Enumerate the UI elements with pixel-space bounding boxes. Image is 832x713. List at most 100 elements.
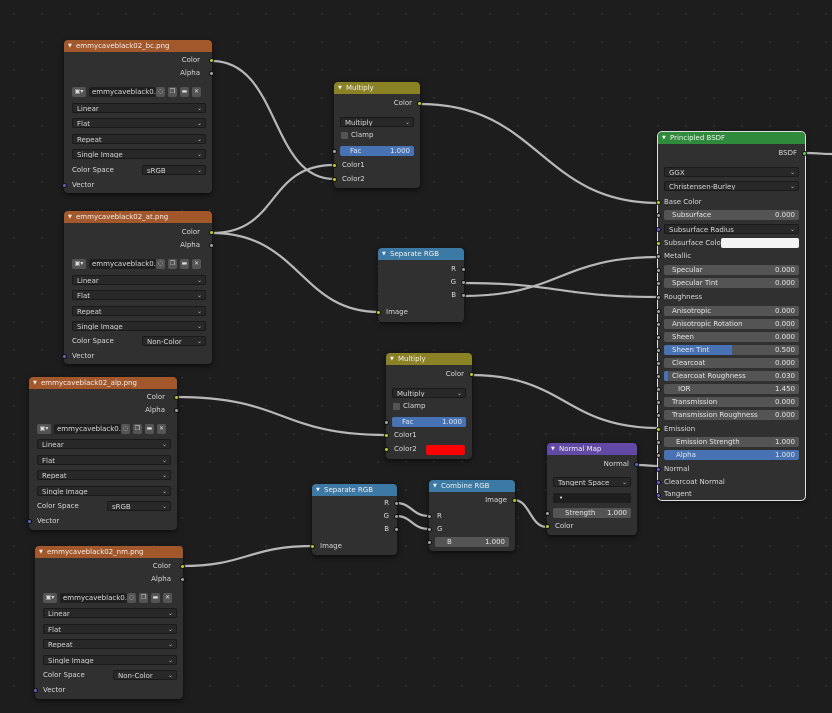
output-normal-socket[interactable] bbox=[634, 462, 639, 467]
image-name-field[interactable]: emmycaveblack0... bbox=[54, 424, 121, 434]
input-sheen-tint-socket[interactable] bbox=[656, 348, 661, 353]
input-emission-socket[interactable] bbox=[656, 427, 661, 432]
uv-map-field[interactable]: • bbox=[553, 493, 631, 503]
color-space-dropdown[interactable]: Non-Color⌄ bbox=[142, 336, 206, 346]
input-r-socket[interactable] bbox=[427, 514, 432, 519]
image-texture-node-bc[interactable]: ▼emmycaveblack02_bc.png Color Alpha ▣▾ e… bbox=[62, 40, 214, 193]
open-folder-icon[interactable]: ▬ bbox=[151, 593, 160, 603]
collapse-toggle-icon[interactable]: ▼ bbox=[33, 380, 37, 386]
output-alpha-socket[interactable] bbox=[174, 408, 179, 413]
input-vector-socket[interactable] bbox=[27, 519, 32, 524]
fac-slider[interactable]: Fac 1.000 bbox=[392, 417, 466, 427]
source-dropdown[interactable]: Single Image⌄ bbox=[72, 149, 206, 159]
collapse-toggle-icon[interactable]: ▼ bbox=[382, 251, 386, 257]
input-base-color-socket[interactable] bbox=[656, 200, 661, 205]
node-header[interactable]: ▼Combine RGB bbox=[429, 480, 515, 492]
output-bsdf-socket[interactable] bbox=[802, 151, 807, 156]
source-dropdown[interactable]: Single Image⌄ bbox=[72, 321, 206, 331]
input-roughness-socket[interactable] bbox=[656, 295, 661, 300]
output-image-socket[interactable] bbox=[512, 498, 517, 503]
input-color2-socket[interactable] bbox=[384, 447, 389, 452]
image-browse-icon[interactable]: ▣▾ bbox=[72, 259, 86, 269]
input-tangent-socket[interactable] bbox=[656, 493, 661, 498]
image-name-field[interactable]: emmycaveblack0... bbox=[89, 87, 156, 97]
output-alpha-socket[interactable] bbox=[209, 71, 214, 76]
node-header[interactable]: ▼Normal Map bbox=[547, 443, 637, 455]
collapse-toggle-icon[interactable]: ▼ bbox=[39, 549, 43, 555]
input-b-socket[interactable] bbox=[427, 540, 432, 545]
interpolation-dropdown[interactable]: Linear⌄ bbox=[72, 103, 206, 113]
node-header[interactable]: ▼Separate RGB bbox=[312, 484, 397, 496]
output-g-socket[interactable] bbox=[394, 514, 399, 519]
separate-rgb-node-2[interactable]: ▼Separate RGB R G B Image bbox=[310, 484, 399, 555]
input-specular-socket[interactable] bbox=[656, 268, 661, 273]
subsurface-method-dropdown[interactable]: Christensen-Burley⌄ bbox=[664, 181, 799, 191]
input-color-socket[interactable] bbox=[545, 524, 550, 529]
collapse-toggle-icon[interactable]: ▼ bbox=[68, 214, 72, 220]
color-space-dropdown[interactable]: Non-Color⌄ bbox=[113, 670, 177, 680]
interpolation-dropdown[interactable]: Linear⌄ bbox=[37, 439, 171, 449]
projection-dropdown[interactable]: Flat⌄ bbox=[37, 455, 171, 465]
input-subsurface-radius-socket[interactable] bbox=[656, 227, 661, 232]
color-space-dropdown[interactable]: sRGB⌄ bbox=[142, 165, 206, 175]
input-metallic-socket[interactable] bbox=[656, 254, 661, 259]
blend-type-dropdown[interactable]: Multiply⌄ bbox=[392, 388, 466, 398]
image-selector[interactable]: ▣▾ emmycaveblack0... ◌ ❐ ▬ ✕ bbox=[72, 259, 206, 270]
projection-dropdown[interactable]: Flat⌄ bbox=[72, 118, 206, 128]
node-header[interactable]: ▼Principled BSDF bbox=[658, 132, 805, 144]
input-subsurface-socket[interactable] bbox=[656, 213, 661, 218]
input-clearcoat-socket[interactable] bbox=[656, 361, 661, 366]
extension-dropdown[interactable]: Repeat⌄ bbox=[72, 306, 206, 316]
node-header[interactable]: ▼emmycaveblack02_at.png bbox=[64, 211, 212, 223]
input-anisotropic-socket[interactable] bbox=[656, 309, 661, 314]
output-r-socket[interactable] bbox=[461, 267, 466, 272]
clamp-checkbox[interactable] bbox=[341, 132, 348, 139]
input-image-socket[interactable] bbox=[376, 310, 381, 315]
output-color-socket[interactable] bbox=[209, 230, 214, 235]
duplicate-icon[interactable]: ❐ bbox=[168, 87, 177, 97]
color-space-dropdown[interactable]: sRGB⌄ bbox=[107, 501, 171, 511]
image-browse-icon[interactable]: ▣▾ bbox=[72, 87, 86, 97]
output-alpha-socket[interactable] bbox=[209, 243, 214, 248]
image-selector[interactable]: ▣▾ emmycaveblack0... ◌ ❐ ▬ ✕ bbox=[72, 87, 206, 98]
close-icon[interactable]: ✕ bbox=[163, 593, 172, 603]
projection-dropdown[interactable]: Flat⌄ bbox=[72, 290, 206, 300]
fake-user-shield-icon[interactable]: ◌ bbox=[127, 593, 136, 603]
input-anisotropic-rotation-socket[interactable] bbox=[656, 322, 661, 327]
input-clearcoat-normal-socket[interactable] bbox=[656, 480, 661, 485]
output-g-socket[interactable] bbox=[461, 280, 466, 285]
open-folder-icon[interactable]: ▬ bbox=[180, 87, 189, 97]
input-color2-socket[interactable] bbox=[332, 177, 337, 182]
input-strength-socket[interactable] bbox=[545, 511, 550, 516]
image-browse-icon[interactable]: ▣▾ bbox=[43, 593, 57, 603]
input-transmission-roughness-socket[interactable] bbox=[656, 413, 661, 418]
node-header[interactable]: ▼emmycaveblack02_nm.png bbox=[35, 546, 183, 558]
image-name-field[interactable]: emmycaveblack0... bbox=[89, 259, 156, 269]
collapse-toggle-icon[interactable]: ▼ bbox=[390, 356, 394, 362]
fake-user-shield-icon[interactable]: ◌ bbox=[156, 259, 165, 269]
space-dropdown[interactable]: Tangent Space⌄ bbox=[553, 477, 631, 487]
output-r-socket[interactable] bbox=[394, 501, 399, 506]
close-icon[interactable]: ✕ bbox=[157, 424, 166, 434]
combine-rgb-node[interactable]: ▼Combine RGB Image R G B 1.000 bbox=[427, 480, 517, 551]
input-clearcoat-roughness-socket[interactable] bbox=[656, 374, 661, 379]
blend-type-dropdown[interactable]: Multiply⌄ bbox=[340, 117, 414, 127]
output-b-socket[interactable] bbox=[461, 293, 466, 298]
input-normal-socket[interactable] bbox=[656, 467, 661, 472]
mix-multiply-node-1[interactable]: ▼Multiply Color Multiply⌄ Clamp Fac 1.00… bbox=[332, 82, 422, 188]
fake-user-shield-icon[interactable]: ◌ bbox=[121, 424, 130, 434]
collapse-toggle-icon[interactable]: ▼ bbox=[316, 487, 320, 493]
input-specular-tint-socket[interactable] bbox=[656, 281, 661, 286]
image-selector[interactable]: ▣▾ emmycaveblack0... ◌ ❐ ▬ ✕ bbox=[37, 424, 171, 435]
output-color-socket[interactable] bbox=[174, 395, 179, 400]
input-alpha-socket[interactable] bbox=[656, 453, 661, 458]
